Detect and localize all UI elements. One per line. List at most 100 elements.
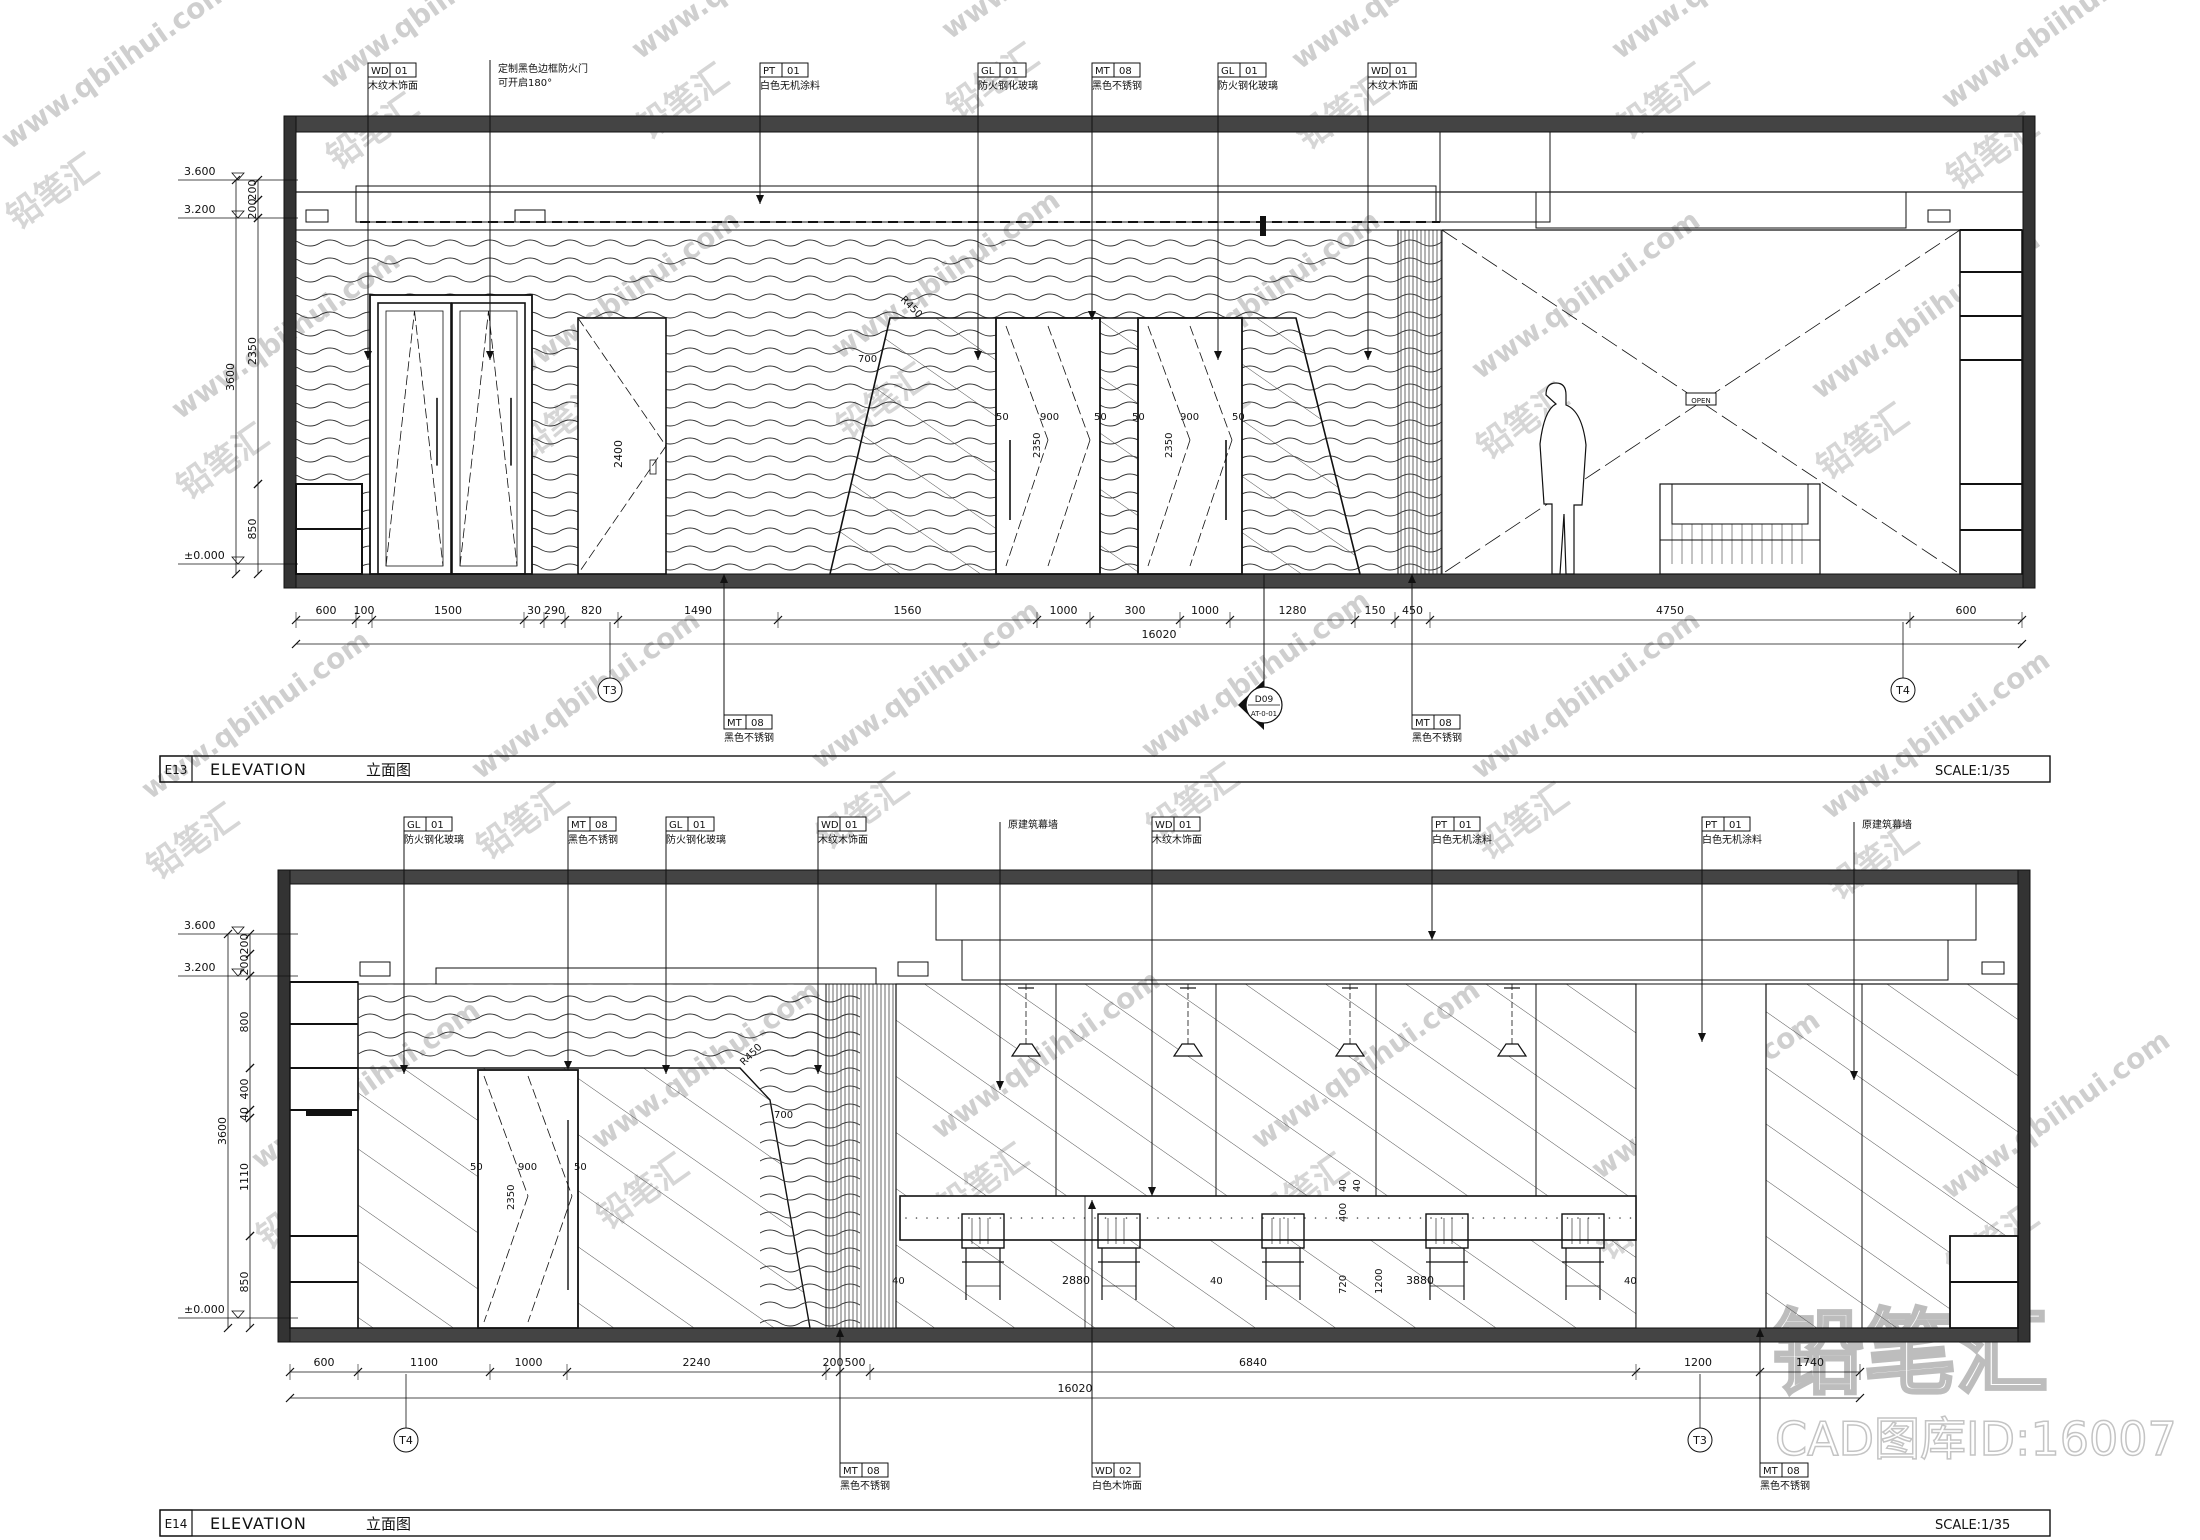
counter-texture [1493,1217,1495,1219]
counter-texture [1010,1217,1012,1219]
dim-tick [285,1393,295,1403]
counter-dim: 3880 [1406,1274,1434,1287]
tag-code: GL [981,66,995,77]
door-handle [649,459,657,475]
dim-tick [2017,639,2027,649]
tag-num: 01 [1005,66,1018,77]
dim-tick [253,479,263,489]
watermark-brand: 铅笔汇 [1810,396,1916,487]
counter-texture [1220,1217,1222,1219]
counter-texture [1335,1217,1338,1219]
counter-texture [1188,1217,1191,1219]
tag-note: 原建筑幕墙 [1008,818,1058,831]
tag-note: 黑色不锈钢 [1412,731,1462,744]
tag-num: 08 [595,820,608,831]
watermark-brand: 铅笔汇 [140,796,246,887]
vertical-dim-label: 200 [246,199,259,220]
view-id: E13 [165,763,188,777]
single-door [577,317,667,575]
tag-num-box [781,62,809,78]
pendant-shade [1010,1043,1042,1057]
counter-texture [1514,1217,1516,1219]
dim-label: 150 [1365,604,1386,617]
level-triangle [231,210,245,219]
counter-texture [1104,1217,1107,1219]
vertical-dim-label: 40 [238,1107,251,1121]
counter-texture [1157,1217,1159,1219]
level-label: 3.600 [184,165,216,178]
sofa [1659,483,1821,575]
counter-texture [1629,1217,1632,1219]
stool-back [1425,1213,1469,1249]
double-door-leaf-right [451,302,526,575]
counter-texture [1094,1217,1096,1219]
counter-texture [999,1217,1002,1219]
counter-texture [1566,1217,1569,1219]
counter-texture [926,1217,928,1219]
level-triangle [231,1310,245,1319]
leader-arrow [1088,311,1096,320]
counter-dim: 40 [892,1276,905,1287]
tag-code: GL [669,820,683,831]
tag-num-box [861,1462,889,1478]
door-swing-line [483,1195,529,1323]
view-id-box [159,1509,193,1537]
vertical-dim-label: 850 [238,1272,251,1293]
counter-dim: 40 [1338,1179,1349,1192]
door-swing-line [527,1195,573,1323]
stool-back [961,1213,1005,1249]
watermark-caption: CAD图库ID:16007 [1775,1412,2177,1466]
tag-code: WD [1155,820,1173,831]
level-label: ±0.000 [184,1303,225,1316]
counter-top [899,1195,1637,1241]
counter-dim: 400 [1338,1203,1349,1222]
counter-texture [915,1217,918,1219]
watermark-url: www.qbiihui.com [1465,603,1706,785]
dim-tick [253,175,263,185]
dim-label: 2240 [683,1356,711,1369]
tag-code: MT [727,718,743,729]
title-bar [159,1509,2051,1537]
ceiling-bulkhead [935,883,1977,941]
dim-tick [231,569,241,579]
counter-texture [1577,1217,1579,1219]
level-label: 3.200 [184,961,216,974]
counter-texture [1556,1217,1558,1219]
door-dim: 900 [1040,412,1059,423]
leader-arrow [1698,1033,1706,1042]
tag-code: MT [571,820,587,831]
dim-tick [245,1063,255,1073]
dim-tick [223,1323,233,1333]
tag-num-box [1113,1462,1141,1478]
dim-tick [245,1113,255,1123]
tag-num-box [1113,62,1141,78]
dim-tick [1855,1393,1865,1403]
section-top: D09 [1255,695,1274,705]
dim-tick [223,929,233,939]
ceiling-recess [1535,191,1907,229]
dim-label: 500 [845,1356,866,1369]
door-dim: 2350 [506,1185,517,1210]
tag-num: 08 [1787,1466,1800,1477]
dim-label: 1280 [1279,604,1307,617]
tag-note-2: 可开启180° [498,76,552,89]
tag-note: 防火钢化玻璃 [666,833,726,846]
dim-label: 600 [1956,604,1977,617]
watermark-url: www.qbiihui.com [1465,203,1706,385]
door-dim: 900 [1180,412,1199,423]
counter-texture [1367,1217,1369,1219]
level-label: ±0.000 [184,549,225,562]
title-bar [159,755,2051,783]
tag-note: 防火钢化玻璃 [404,833,464,846]
dim-tick [245,949,255,959]
bulkhead [1439,131,1551,223]
level-label: 3.600 [184,919,216,932]
door-swing-line [527,1075,573,1197]
door-dim: 2350 [1032,433,1043,458]
door-dim: 50 [1094,412,1107,423]
counter-texture [947,1217,949,1219]
dim-label: 1000 [1050,604,1078,617]
counter-texture [1031,1217,1033,1219]
